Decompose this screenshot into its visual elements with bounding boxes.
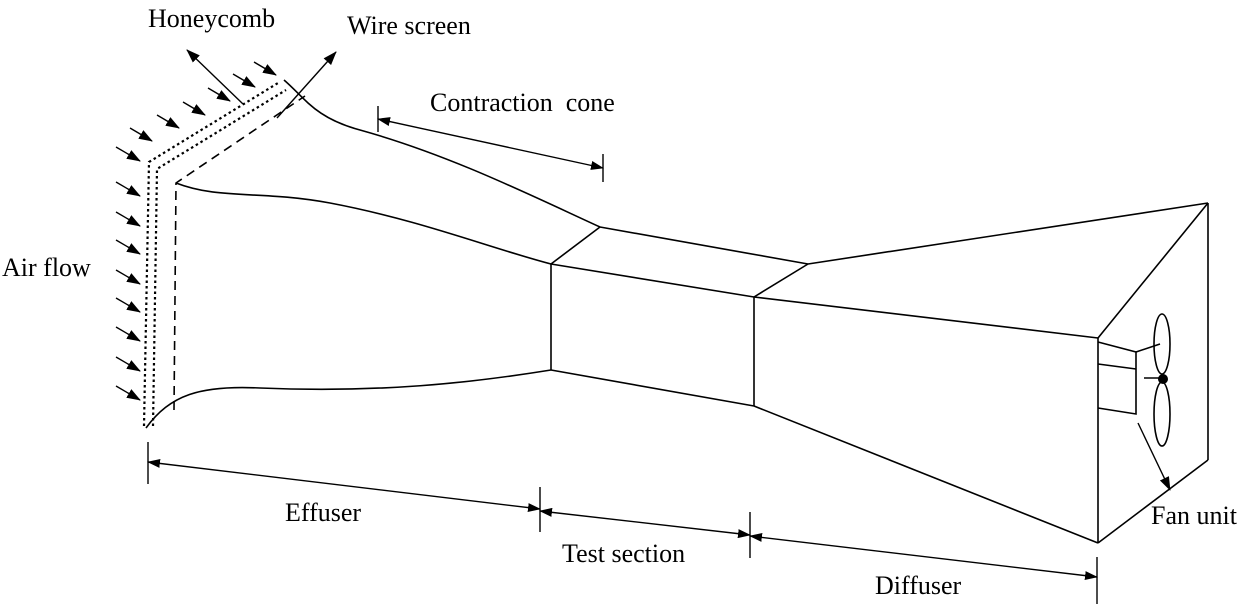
honeycomb-pointer-arrow	[186, 49, 244, 105]
effuser-label: Effuser	[285, 498, 361, 527]
wire-screen	[173, 95, 306, 411]
fan-unit-label: Fan unit	[1151, 501, 1238, 530]
test-section	[550, 226, 809, 407]
contraction-cone-dimension	[377, 106, 604, 182]
fan-unit	[1097, 313, 1171, 491]
effuser-dimension-line	[147, 458, 541, 513]
diffuser-label: Diffuser	[875, 571, 962, 600]
wire-screen-label: Wire screen	[347, 11, 471, 40]
diffuser	[753, 202, 1209, 544]
wire-screen-pointer-arrow	[276, 51, 337, 119]
honeycomb	[142, 82, 287, 427]
diffuser-dimension-line	[749, 532, 1098, 581]
effuser	[145, 79, 601, 429]
air-flow-arrows	[115, 61, 277, 401]
contraction-cone-label: Contraction cone	[430, 88, 615, 117]
test-section-dimension-line	[539, 507, 751, 539]
length-dimensions	[147, 442, 1098, 604]
honeycomb-label: Honeycomb	[148, 4, 275, 33]
air-flow-label: Air flow	[2, 253, 91, 282]
test-section-label: Test section	[562, 539, 685, 568]
